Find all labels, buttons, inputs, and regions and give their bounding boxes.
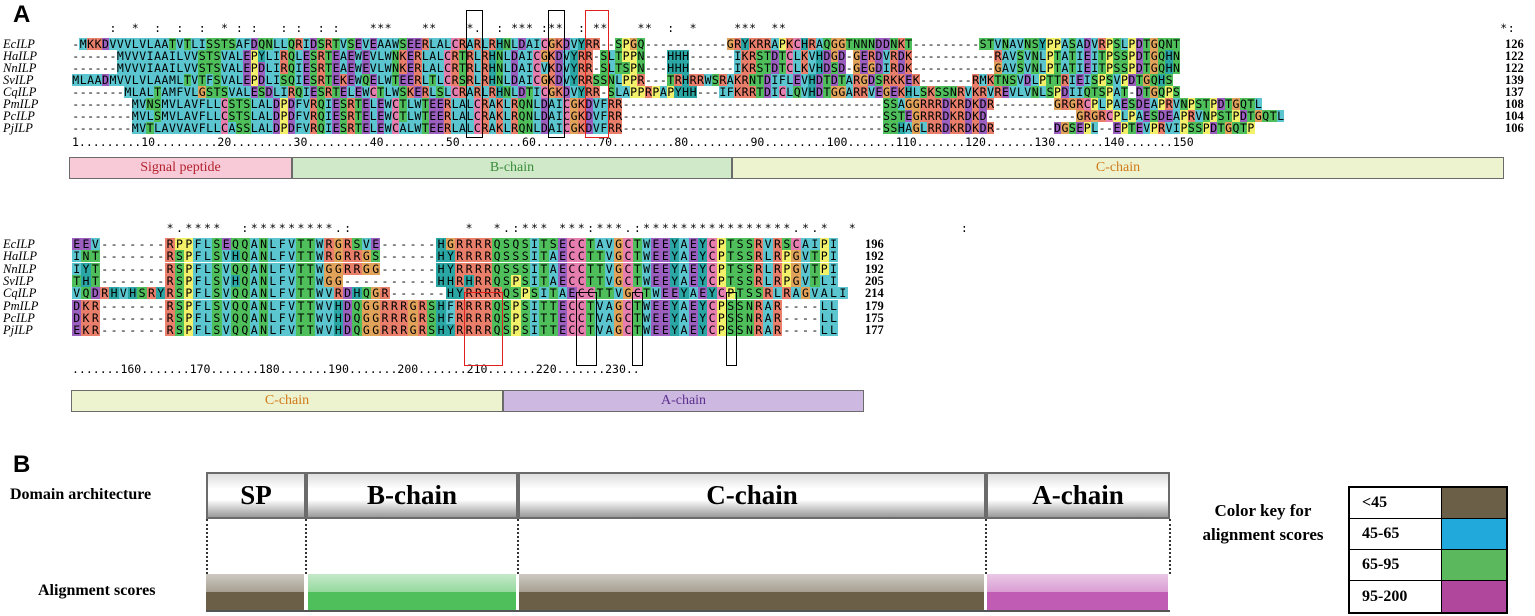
sequence-length: 137 [1505, 85, 1524, 99]
key-row: <45 [1350, 488, 1506, 519]
sequence-name: PjILP [3, 121, 33, 135]
sequence-name: PjILP [3, 323, 33, 338]
key-label: 45-65 [1350, 519, 1442, 549]
sequence-length: 122 [1505, 61, 1524, 75]
divider-dots [985, 519, 987, 574]
sequence-length: 192 [865, 249, 884, 264]
sequence-length: 205 [865, 273, 884, 288]
region-bar: C-chain [71, 390, 503, 412]
sequence-row: --------MVTLAVVAVFLLCASSLALDPDFVRQIESRTE… [72, 121, 1255, 135]
sequence-length: 139 [1505, 73, 1524, 87]
sequence-row: --------MVNSMVLAVFLLCSTSLALDPDFVRQIESRTE… [72, 97, 1262, 111]
score-bar-c-chain [519, 574, 984, 610]
key-label: 65-95 [1350, 550, 1442, 580]
alignment-scores-label: Alignment scores [38, 582, 156, 599]
cleavage-site-box [585, 10, 610, 138]
sequence-row: -MKKDVVVLVLAATVTLISSTSAFDQNLLQRIDSRTVSEV… [72, 37, 1181, 51]
sequence-name: NnILP [3, 261, 37, 276]
sequence-name: HaILP [3, 49, 38, 63]
divider-dots [305, 519, 307, 574]
domain-b-chain: B-chain [306, 472, 518, 519]
sequence-name: HaILP [3, 249, 38, 264]
sequence-name: SvILP [3, 273, 34, 288]
cysteine-box [465, 10, 483, 138]
color-key-title: Color key for alignment scores [1202, 501, 1324, 544]
sequence-length: 179 [865, 298, 884, 313]
sequence-name: SvILP [3, 73, 34, 87]
cysteine-box [547, 10, 565, 138]
sequence-row: ------MVVVIAAILVVSTSVALEPDLIRQIESRTEAEWE… [72, 61, 1181, 75]
panel-label-a: A [13, 1, 31, 28]
sequence-length: 196 [865, 237, 884, 251]
sequence-length: 122 [1505, 49, 1524, 63]
divider-dots [206, 519, 208, 574]
position-ruler: .......160.......170.......180.......190… [72, 362, 640, 376]
key-swatch [1442, 550, 1506, 580]
region-bar: C-chain [732, 157, 1504, 179]
key-swatch [1442, 488, 1506, 518]
score-bar-sp [206, 574, 304, 610]
divider-dots [517, 519, 519, 574]
sequence-name: PmILP [3, 97, 39, 111]
cysteine-box [725, 292, 737, 366]
sequence-length: 104 [1505, 109, 1524, 123]
domain-sp: SP [206, 472, 306, 519]
sequence-name: PcILP [3, 109, 35, 123]
position-ruler: 1.........10.........20.........30......… [72, 135, 1194, 149]
domain-architecture-label: Domain architecture [10, 486, 152, 503]
sequence-name: EcILP [3, 237, 35, 251]
sequence-row: --------MVLSMVLAVFLLCSTSLALDPDFVRQIESRTE… [72, 109, 1285, 123]
region-bar: A-chain [503, 390, 864, 412]
sequence-length: 126 [1505, 37, 1524, 51]
score-bar-b-chain [308, 574, 516, 610]
cysteine-box [632, 292, 644, 366]
sequence-length: 214 [865, 286, 884, 301]
sequence-length: 106 [1505, 121, 1524, 135]
consensus-line: : * : : : * : : : : : : *** ** *. : *** … [109, 21, 1515, 35]
sequence-row: MLAADMVVLVLAAMLTVTFSVALEPDLISQIESRTEKEWQ… [72, 73, 1173, 87]
sequence-name: PmILP [3, 298, 39, 313]
key-label: 95-200 [1350, 581, 1442, 612]
sequence-name: PcILP [3, 310, 35, 325]
key-row: 95-200 [1350, 581, 1506, 612]
sequence-row: -------MLALTAMFVLGSTSVALESDLIRQIESRTELEW… [72, 85, 1181, 99]
cleavage-site-box [463, 292, 504, 366]
domain-a-chain: A-chain [986, 472, 1170, 519]
sequence-row: ------MVVVIAAILVVSTSVALEPYLIRQLESRTEAEWE… [72, 49, 1181, 63]
region-bar: B-chain [292, 157, 732, 179]
divider-dots [1169, 519, 1171, 574]
sequence-length: 175 [865, 310, 884, 325]
sequence-name: NnILP [3, 61, 37, 75]
baseline [206, 610, 1170, 612]
sequence-length: 177 [865, 323, 884, 338]
region-bar: Signal peptide [69, 157, 292, 179]
key-row: 45-65 [1350, 519, 1506, 550]
key-swatch [1442, 581, 1506, 612]
cysteine-box [575, 292, 597, 366]
key-label: <45 [1350, 488, 1442, 518]
consensus-line: *.**** :*********.: * *.:*** ***:***.:**… [166, 221, 968, 235]
color-key: <45 45-65 65-95 95-200 [1348, 486, 1508, 614]
score-bar-a-chain [987, 574, 1168, 610]
sequence-name: CqILP [3, 286, 37, 301]
sequence-name: CqILP [3, 85, 37, 99]
key-swatch [1442, 519, 1506, 549]
sequence-length: 108 [1505, 97, 1524, 111]
sequence-length: 192 [865, 261, 884, 276]
panel-label-b: B [13, 451, 31, 478]
key-row: 65-95 [1350, 550, 1506, 581]
domain-c-chain: C-chain [518, 472, 986, 519]
sequence-name: EcILP [3, 37, 35, 51]
